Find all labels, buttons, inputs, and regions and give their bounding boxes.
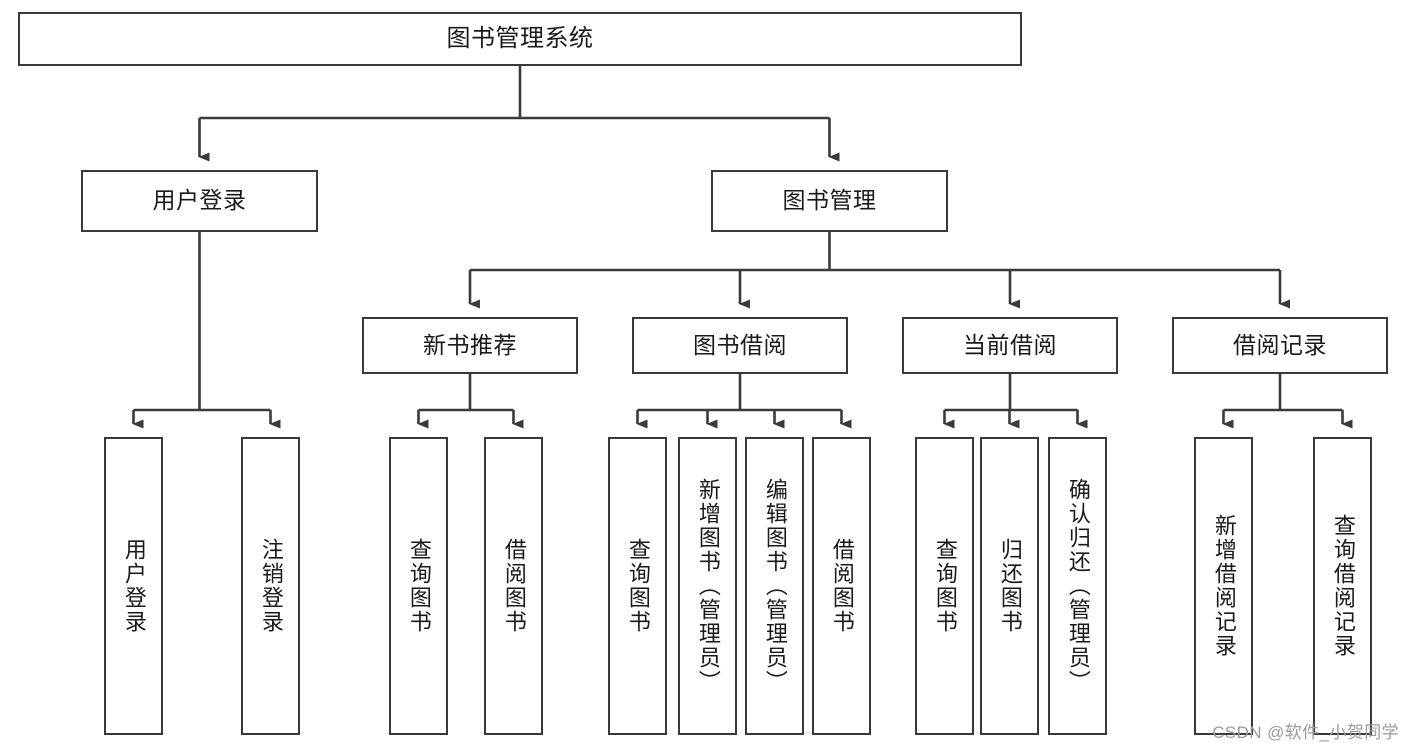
node-box-root: 图书管理系统 (18, 12, 1022, 66)
node-box-borrow: 图书借阅 (632, 317, 848, 374)
node-box-leaf-borrow-book-1: 借阅图书 (484, 437, 543, 735)
node-label-leaf-query-record: 查询借阅记录 (1330, 514, 1356, 658)
node-box-leaf-user-logout: 注销登录 (241, 437, 300, 735)
node-label-newbook: 新书推荐 (423, 331, 517, 358)
node-label-leaf-borrow-book-2: 借阅图书 (829, 538, 855, 634)
node-box-leaf-add-book: 新增图书（管理员） (678, 437, 737, 735)
node-label-leaf-confirm-return: 确认归还（管理员） (1065, 478, 1091, 694)
node-label-leaf-user-login: 用户登录 (121, 538, 147, 634)
node-box-current: 当前借阅 (902, 317, 1118, 374)
node-box-leaf-query-book-3: 查询图书 (915, 437, 974, 735)
node-label-root: 图书管理系统 (446, 24, 594, 52)
node-box-leaf-query-book-1: 查询图书 (389, 437, 448, 735)
node-label-current: 当前借阅 (963, 331, 1057, 358)
node-box-leaf-confirm-return: 确认归还（管理员） (1048, 437, 1107, 735)
node-label-leaf-edit-book: 编辑图书（管理员） (762, 478, 788, 694)
node-box-leaf-query-book-2: 查询图书 (608, 437, 667, 735)
node-label-leaf-query-book-3: 查询图书 (932, 538, 958, 634)
node-box-bookmgmt: 图书管理 (711, 170, 948, 232)
node-box-newbook: 新书推荐 (362, 317, 578, 374)
node-label-login: 用户登录 (152, 187, 247, 214)
node-box-leaf-user-login: 用户登录 (104, 437, 163, 735)
node-box-leaf-add-record: 新增借阅记录 (1194, 437, 1253, 735)
node-label-leaf-borrow-book-1: 借阅图书 (501, 538, 527, 634)
node-label-bookmgmt: 图书管理 (782, 187, 877, 214)
node-box-leaf-borrow-book-2: 借阅图书 (812, 437, 871, 735)
node-box-records: 借阅记录 (1172, 317, 1388, 374)
node-label-records: 借阅记录 (1233, 331, 1327, 358)
node-box-login: 用户登录 (81, 170, 318, 232)
node-label-leaf-add-record: 新增借阅记录 (1211, 514, 1237, 658)
node-label-leaf-add-book: 新增图书（管理员） (695, 478, 721, 694)
node-box-leaf-return-book: 归还图书 (980, 437, 1039, 735)
node-label-borrow: 图书借阅 (693, 331, 787, 358)
node-label-leaf-query-book-2: 查询图书 (625, 538, 651, 634)
node-label-leaf-return-book: 归还图书 (997, 538, 1023, 634)
node-box-leaf-edit-book: 编辑图书（管理员） (745, 437, 804, 735)
node-label-leaf-query-book-1: 查询图书 (406, 538, 432, 634)
node-label-leaf-user-logout: 注销登录 (258, 538, 284, 634)
watermark-label: CSDN @软件_小贺同学 (1212, 723, 1399, 742)
node-box-leaf-query-record: 查询借阅记录 (1313, 437, 1372, 735)
